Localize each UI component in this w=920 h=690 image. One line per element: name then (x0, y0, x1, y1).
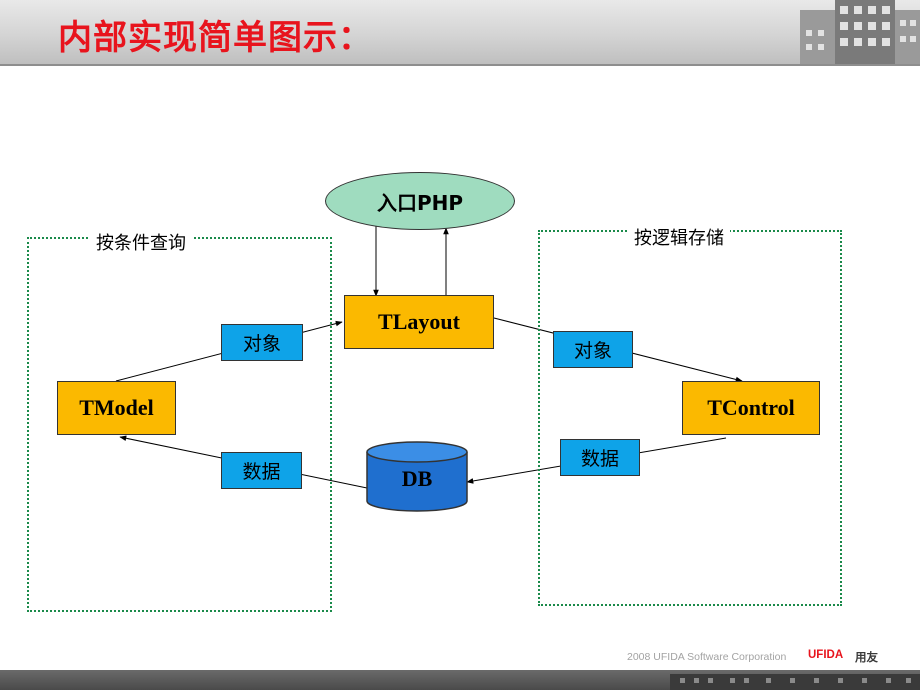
right-region-label: 按逻辑存储 (628, 224, 730, 250)
entry-php-node: 入口PHP (325, 172, 515, 230)
slide-title: 内部实现简单图示： (58, 18, 373, 58)
building-decoration (800, 0, 920, 64)
left-region-label: 按条件查询 (90, 229, 192, 255)
slide-header: 内部实现简单图示： (0, 0, 920, 66)
object-label-right: 对象 (553, 331, 633, 368)
footer-brand-cn: 用友 (855, 650, 878, 664)
tlayout-node: TLayout (344, 295, 494, 349)
object-label-left: 对象 (221, 324, 303, 361)
footer-copyright: 2008 UFIDA Software Corporation (627, 651, 787, 663)
tmodel-node: TModel (57, 381, 176, 435)
db-cylinder (366, 441, 468, 512)
footer-brand-logo: UFIDA (808, 649, 844, 661)
db-label: DB (401, 466, 433, 491)
data-label-left: 数据 (221, 452, 302, 489)
footer-building-decoration (670, 674, 920, 690)
slide-footer-band (0, 670, 920, 690)
tcontrol-node: TControl (682, 381, 820, 435)
data-label-right: 数据 (560, 439, 640, 476)
